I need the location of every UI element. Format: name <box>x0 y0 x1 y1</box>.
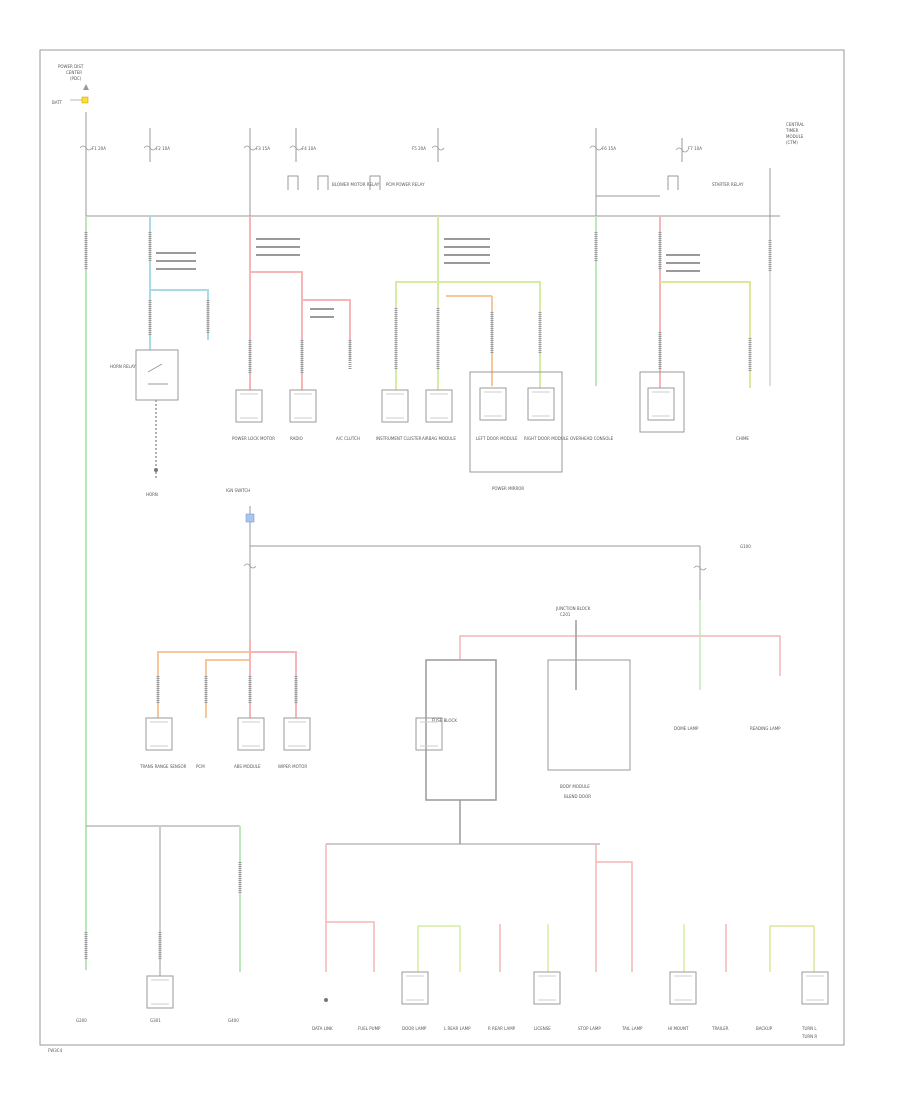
relay-label-1: BLOWER MOTOR RELAY <box>332 182 380 187</box>
middle-component-1: TRANS RANGE SENSOR <box>139 764 187 769</box>
middle-left-wires <box>157 640 297 718</box>
top-component-1: HORN RELAY <box>110 364 136 369</box>
bottom-component-11: BACKUP <box>756 1026 773 1031</box>
bottom-left-components <box>146 975 174 1009</box>
top-components-row <box>235 387 675 423</box>
relays <box>287 175 679 190</box>
door-module-group <box>469 371 563 473</box>
right-component-2: READING LAMP <box>750 726 781 731</box>
top-component-9: POWER MIRROR <box>492 486 524 491</box>
bottom-right-drops <box>325 844 815 972</box>
switch-marker <box>245 513 255 523</box>
right-component-1: DOME LAMP <box>674 726 699 731</box>
relay-label-2: PCM POWER RELAY <box>386 182 425 187</box>
relay-label-3: STARTER RELAY <box>712 182 744 187</box>
bottom-component-1: DATA LINK <box>312 1026 333 1031</box>
header-arrow <box>83 84 89 90</box>
block-label: FUSE BLOCK <box>432 718 457 723</box>
fuse-label-3: F3 15A <box>256 146 270 151</box>
switch-label: IGN SWITCH <box>226 488 250 493</box>
diagram-frame <box>39 49 845 1046</box>
module-label-2: BLEND DOOR <box>564 794 591 799</box>
top-component-6: AIRBAG MODULE <box>422 436 456 441</box>
bottom-left-label-2: G301 <box>150 1018 161 1023</box>
top-component-4: A/C CLUTCH <box>336 436 360 441</box>
right-note: CENTRAL TIMER MODULE (CTM) <box>785 122 805 145</box>
top-component-7: LEFT DOOR MODULE <box>476 436 518 441</box>
middle-component-4: WIPER MOTOR <box>278 764 307 769</box>
junction-labels: JUNCTION BLOCK C201 <box>555 606 591 617</box>
right-component-labels: DOME LAMP READING LAMP <box>674 726 781 731</box>
bottom-component-5: R REAR LAMP <box>488 1026 516 1031</box>
middle-component-3: ABS MODULE <box>234 764 261 769</box>
footer-code: FW3C4 <box>48 1048 63 1053</box>
bottom-component-9: HI MOUNT <box>668 1026 689 1031</box>
fuse-label-6: F6 15A <box>602 146 616 151</box>
middle-right-wires <box>425 600 781 844</box>
top-wires <box>85 216 771 970</box>
top-component-10: OVERHEAD CONSOLE <box>570 436 614 441</box>
fuse-label-7: F7 10A <box>688 146 702 151</box>
horn-relay-box <box>135 349 179 401</box>
wire-codes <box>156 238 700 318</box>
junction-label-1: JUNCTION BLOCK <box>555 606 591 611</box>
bottom-left-label-3: G400 <box>228 1018 239 1023</box>
top-fuse-labels: F1 20A F2 10A F3 15A F4 10A F5 20A F6 15… <box>92 146 702 151</box>
fuse-symbols <box>79 145 689 153</box>
fuse-label-5: F5 20A <box>412 146 426 151</box>
top-component-2: POWER LOCK MOTOR <box>232 436 275 441</box>
fuse-label-2: F2 10A <box>156 146 170 151</box>
ground-label: G100 <box>740 544 751 549</box>
bottom-left-ticks <box>84 862 242 960</box>
battery-label: BATT <box>52 100 63 105</box>
bottom-component-10: TRAILER <box>711 1026 729 1031</box>
header-label-line-2: CENTER <box>66 70 82 75</box>
bottom-component-8: TAIL LAMP <box>621 1026 643 1031</box>
fuse-label-1: F1 20A <box>92 146 106 151</box>
right-note-line-2: TIMER <box>785 128 799 133</box>
bottom-ground <box>324 998 328 1002</box>
header-label: POWER DIST CENTER (PDC) <box>58 64 84 81</box>
top-component-labels: HORN RELAY POWER LOCK MOTOR RADIO A/C CL… <box>110 364 749 491</box>
bottom-component-12: TURN L <box>801 1026 817 1031</box>
top-component-11: CHIME <box>736 436 749 441</box>
bottom-component-3: DOOR LAMP <box>402 1026 427 1031</box>
bottom-left-labels: G200 G301 G400 <box>76 1018 239 1023</box>
bottom-component-2: FUEL PUMP <box>358 1026 381 1031</box>
bottom-left-drops <box>159 826 241 976</box>
top-component-8: RIGHT DOOR MODULE <box>524 436 569 441</box>
module-label-1: BODY MODULE <box>560 784 590 789</box>
relay-labels: BLOWER MOTOR RELAY PCM POWER RELAY START… <box>332 182 744 187</box>
bottom-left-label-1: G200 <box>76 1018 87 1023</box>
battery-marker <box>81 96 89 104</box>
middle-component-2: PCM <box>196 764 205 769</box>
connector-ticks <box>84 232 772 374</box>
middle-components-row <box>145 717 311 751</box>
bottom-component-7: STOP LAMP <box>578 1026 601 1031</box>
top-fuse-risers <box>85 112 771 240</box>
middle-left-ticks <box>156 676 298 704</box>
horn-relay-switch <box>147 363 168 385</box>
top-component-5: INSTRUMENT CLUSTER <box>376 436 422 441</box>
fuse-label-4: F4 10A <box>302 146 316 151</box>
bottom-component-labels: DATA LINK FUEL PUMP DOOR LAMP L REAR LAM… <box>312 1026 817 1039</box>
bottom-component-4: L REAR LAMP <box>444 1026 471 1031</box>
right-note-line-3: MODULE <box>786 134 804 139</box>
bottom-component-6: LICENSE <box>534 1026 551 1031</box>
power-mirror-group <box>639 371 685 433</box>
junction-label-2: C201 <box>560 612 571 617</box>
bottom-right-components <box>401 971 829 1005</box>
middle-component-labels: TRANS RANGE SENSOR PCM ABS MODULE WIPER … <box>139 764 307 769</box>
bottom-component-13: TURN R <box>801 1034 817 1039</box>
horn-ground <box>154 468 158 472</box>
right-note-line-1: CENTRAL <box>786 122 805 127</box>
right-note-line-4: (CTM) <box>786 140 798 145</box>
horn-label: HORN <box>146 492 158 497</box>
top-component-3: RADIO <box>290 436 303 441</box>
module-labels: BODY MODULE BLEND DOOR <box>560 784 591 799</box>
body-module-box <box>547 659 631 771</box>
header-label-line-1: POWER DIST <box>58 64 84 69</box>
header-label-line-3: (PDC) <box>70 76 82 81</box>
